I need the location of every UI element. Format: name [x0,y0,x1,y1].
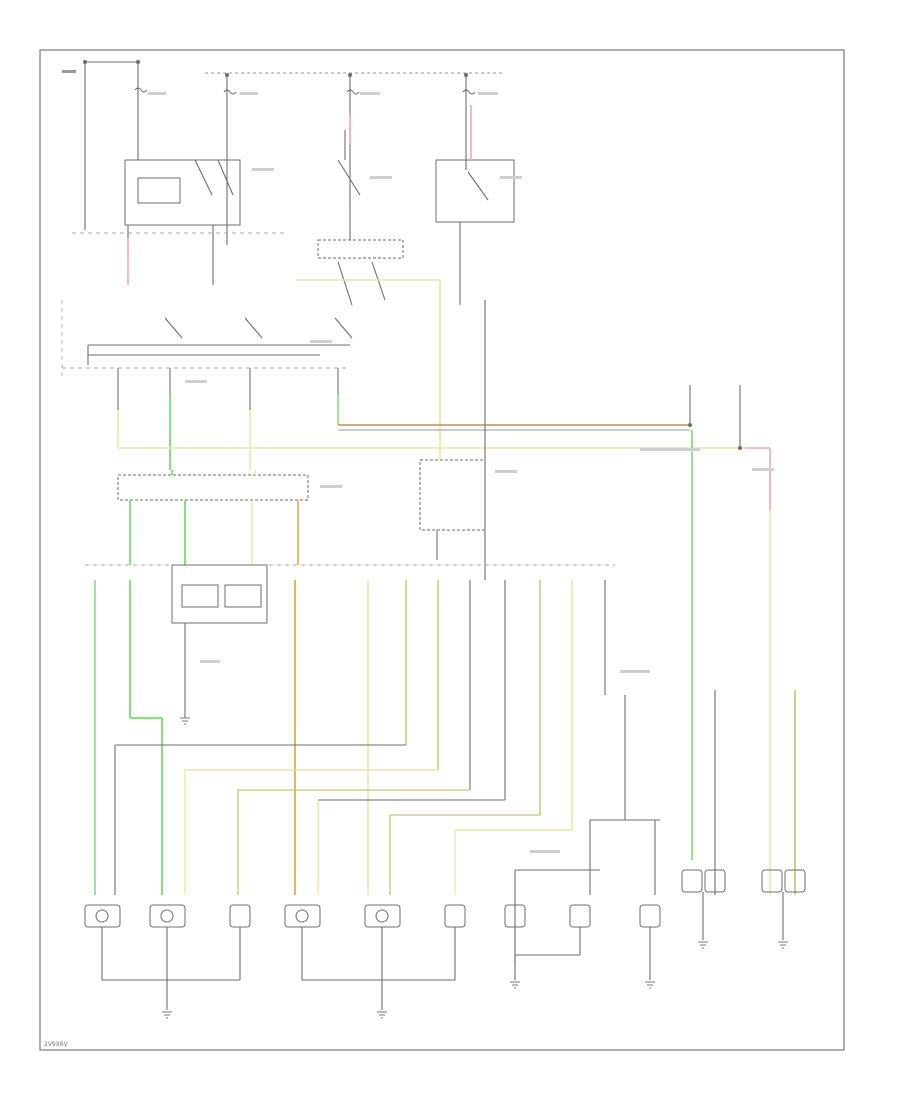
lamp-sockets [84,869,806,928]
top-power-section [72,60,515,305]
ground-returns [101,892,788,1019]
junction-block-section [85,300,615,725]
diagram-code: 2V9X6V [44,1041,69,1048]
diagram-frame [39,49,845,1051]
harness-drops [94,510,796,965]
faded-labels [62,70,774,853]
bus-wires [118,385,771,860]
